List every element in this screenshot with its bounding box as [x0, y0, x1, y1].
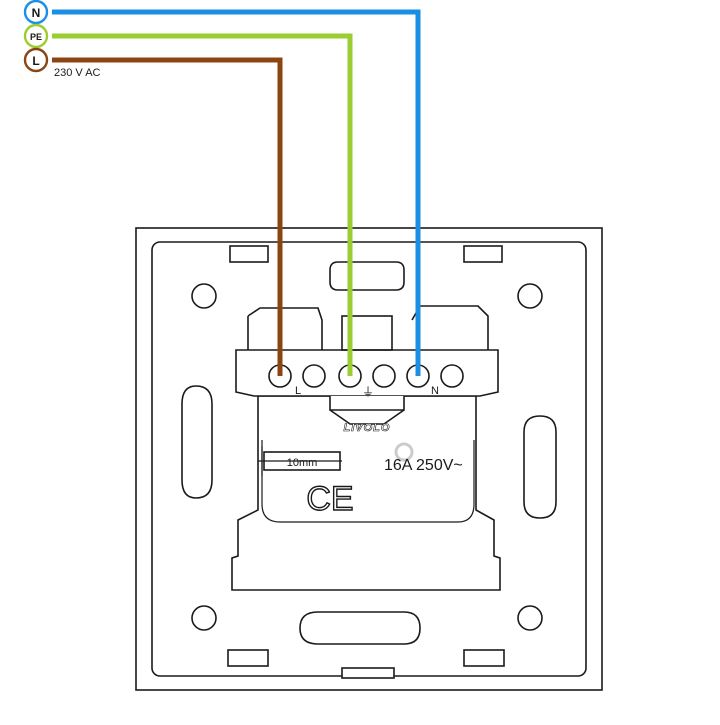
- slot-left: [181, 385, 213, 499]
- clip-top-right: [463, 245, 503, 263]
- wire-earth: [52, 33, 353, 376]
- strip-gauge-bracket: [258, 446, 342, 476]
- outer-frame: [135, 227, 603, 691]
- live-legend-letter: L: [32, 54, 39, 68]
- wire-neutral: [52, 9, 421, 376]
- clip-bottom-right: [463, 649, 505, 667]
- brand-logo: LIVOLO: [344, 422, 391, 434]
- socket-inner-recess: [261, 440, 475, 523]
- terminal-block: [235, 349, 499, 397]
- socket-body: [231, 395, 501, 591]
- terminal-neutral-label: N: [431, 385, 439, 397]
- terminal-live-label: L: [295, 385, 301, 397]
- terminal-screw-neutral-2: [440, 364, 464, 388]
- earth-legend-letter: PE: [30, 32, 42, 42]
- voltage-label: 230 V AC: [54, 67, 101, 79]
- terminal-screw-live-2: [302, 364, 326, 388]
- terminal-center-cap: [341, 315, 393, 351]
- earth-legend-circle: [23, 23, 49, 49]
- neutral-legend-letter: N: [32, 6, 41, 20]
- corner-hole-bottom-right: [517, 605, 543, 631]
- neutral-legend-circle: [23, 0, 49, 25]
- strip-gauge-box: [263, 451, 341, 471]
- wire-live: [52, 57, 283, 376]
- corner-hole-top-left: [191, 283, 217, 309]
- strip-length-label: 10mm: [287, 457, 318, 469]
- slot-bottom: [299, 611, 421, 645]
- clip-bottom-left: [227, 649, 269, 667]
- clip-top-left: [229, 245, 269, 263]
- terminal-block-tabs: [247, 305, 489, 350]
- rating-label: 16A 250V~: [384, 457, 463, 474]
- slot-right: [523, 415, 557, 519]
- earth-symbol: ⏚: [362, 385, 374, 399]
- clip-bottom-center: [341, 667, 395, 679]
- terminal-screw-earth-2: [372, 364, 396, 388]
- center-ring: [394, 442, 414, 462]
- corner-hole-bottom-left: [191, 605, 217, 631]
- ce-mark: CE: [306, 480, 353, 518]
- corner-hole-top-right: [517, 283, 543, 309]
- terminal-center-tab: [329, 396, 405, 425]
- slot-top: [329, 261, 405, 291]
- live-legend-circle: [23, 47, 49, 73]
